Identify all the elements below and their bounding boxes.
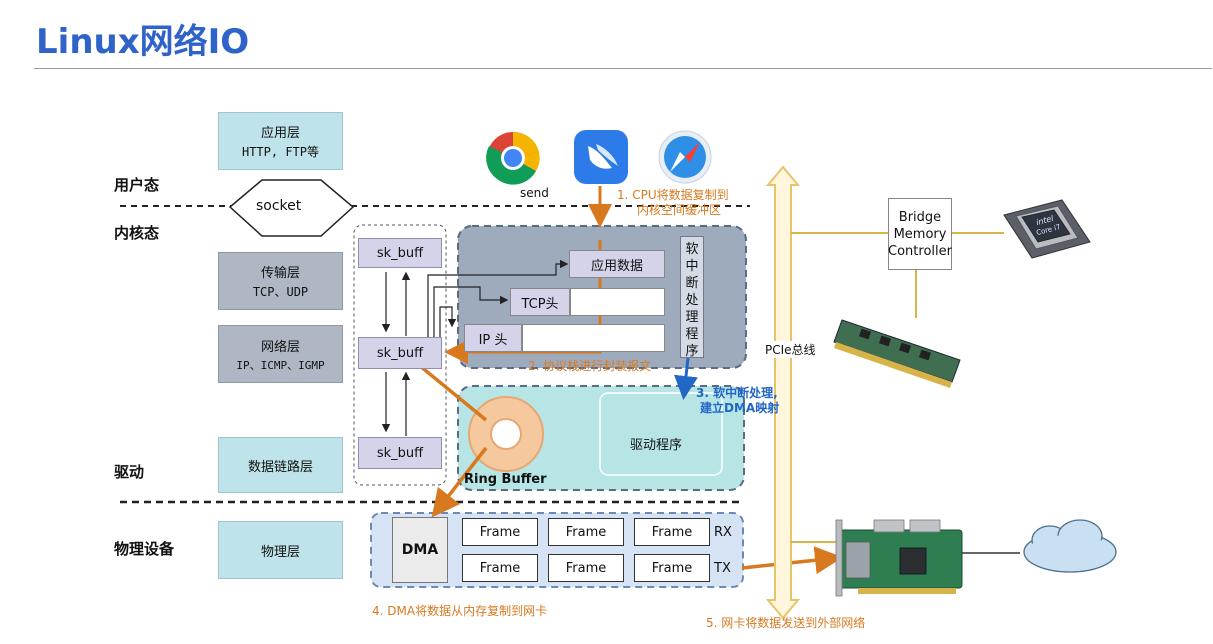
rx-frame: Frame: [462, 518, 538, 546]
driver-program-label: 驱动程序: [630, 438, 683, 453]
zone-driver: 驱动: [114, 463, 145, 481]
title-divider: [34, 68, 1212, 69]
zone-kernel: 内核态: [114, 224, 160, 242]
step3-arrow: [674, 357, 698, 400]
step1-line2: 内核空间缓冲区: [637, 203, 722, 217]
ring-to-dma-arrow: [431, 446, 488, 518]
pcie-bus: [765, 165, 801, 620]
page-title: Linux网络IO: [36, 22, 250, 62]
skbuff-top: sk_buff: [358, 238, 442, 268]
app-data-field: 应用数据: [569, 250, 665, 278]
layer-name: 数据链路层: [247, 459, 313, 475]
layer-transport: 传输层 TCP、UDP: [218, 252, 343, 310]
layer-name: 网络层: [260, 339, 300, 355]
step5-label: 5. 网卡将数据发送到外部网络: [706, 616, 866, 630]
layer-name: 传输层: [260, 266, 300, 281]
layer-application: 应用层 HTTP, FTP等: [218, 112, 343, 170]
step4-label: 4. DMA将数据从内存复制到网卡: [372, 604, 548, 618]
layer-protocols: TCP、UDP: [252, 285, 309, 299]
step2-label: 2. 协议栈进行封装报文: [528, 359, 652, 373]
step3-line1: 3. 软中断处理,: [696, 386, 778, 400]
layer-name: 物理层: [260, 544, 300, 560]
network-card-icon: [835, 519, 963, 597]
layer-physical: 物理层: [218, 521, 343, 579]
ip-header-field: IP 头: [464, 324, 522, 352]
dma-controller: DMA: [392, 517, 448, 583]
skbuff-middle: sk_buff: [358, 337, 442, 369]
skbuff-to-ring-arrow: [418, 364, 488, 422]
step1-label: 1. CPU将数据复制到 内核空间缓冲区: [617, 188, 729, 218]
softirq-handler: 软中断处理程序: [680, 236, 704, 359]
send-label: send: [520, 186, 549, 200]
tcp-payload-field: [570, 288, 665, 316]
bridge-line3: Controller: [888, 243, 952, 259]
layer-protocols: HTTP, FTP等: [241, 145, 320, 159]
memory-module-icon: [833, 319, 961, 388]
ring-buffer-label: Ring Buffer: [464, 472, 547, 487]
bridge-line2: Memory: [893, 226, 947, 242]
layer-datalink: 数据链路层: [218, 437, 343, 493]
rx-frame: Frame: [548, 518, 624, 546]
tx-label: TX: [714, 561, 731, 576]
chrome-icon: [486, 131, 540, 185]
skbuff-bottom: sk_buff: [358, 437, 442, 469]
cpu-chip-icon: [1003, 199, 1091, 259]
layer-name: 应用层: [260, 126, 300, 141]
safari-icon: [658, 130, 712, 184]
bridge-line1: Bridge: [898, 209, 942, 225]
ip-payload-field: [522, 324, 665, 352]
tx-frame: Frame: [548, 554, 624, 582]
socket-shape: [228, 179, 355, 237]
zone-physical: 物理设备: [114, 540, 175, 558]
bridge-memory-controller: Bridge Memory Controller: [888, 198, 952, 270]
layer-network: 网络层 IP、ICMP、IGMP: [218, 325, 343, 383]
tx-frame: Frame: [462, 554, 538, 582]
tcp-header-field: TCP头: [510, 288, 570, 316]
socket-label: socket: [256, 198, 302, 214]
rx-frame: Frame: [634, 518, 710, 546]
step3-label: 3. 软中断处理, 建立DMA映射: [696, 386, 779, 416]
cloud-icon: [1023, 519, 1117, 573]
step1-line1: 1. CPU将数据复制到: [617, 188, 729, 202]
ring-buffer-hole: [490, 418, 522, 450]
step3-line2: 建立DMA映射: [700, 401, 780, 415]
zone-user: 用户态: [114, 176, 160, 194]
pointer-app-data: [427, 259, 569, 337]
layer-protocols: IP、ICMP、IGMP: [236, 358, 325, 372]
rx-label: RX: [714, 525, 732, 540]
driver-program-box: [599, 392, 723, 476]
feishu-icon: [574, 130, 628, 184]
pointer-ip-header: [439, 306, 457, 340]
tx-frame: Frame: [634, 554, 710, 582]
pcie-label: PCIe总线: [765, 341, 816, 358]
pointer-tcp-header: [433, 286, 509, 337]
